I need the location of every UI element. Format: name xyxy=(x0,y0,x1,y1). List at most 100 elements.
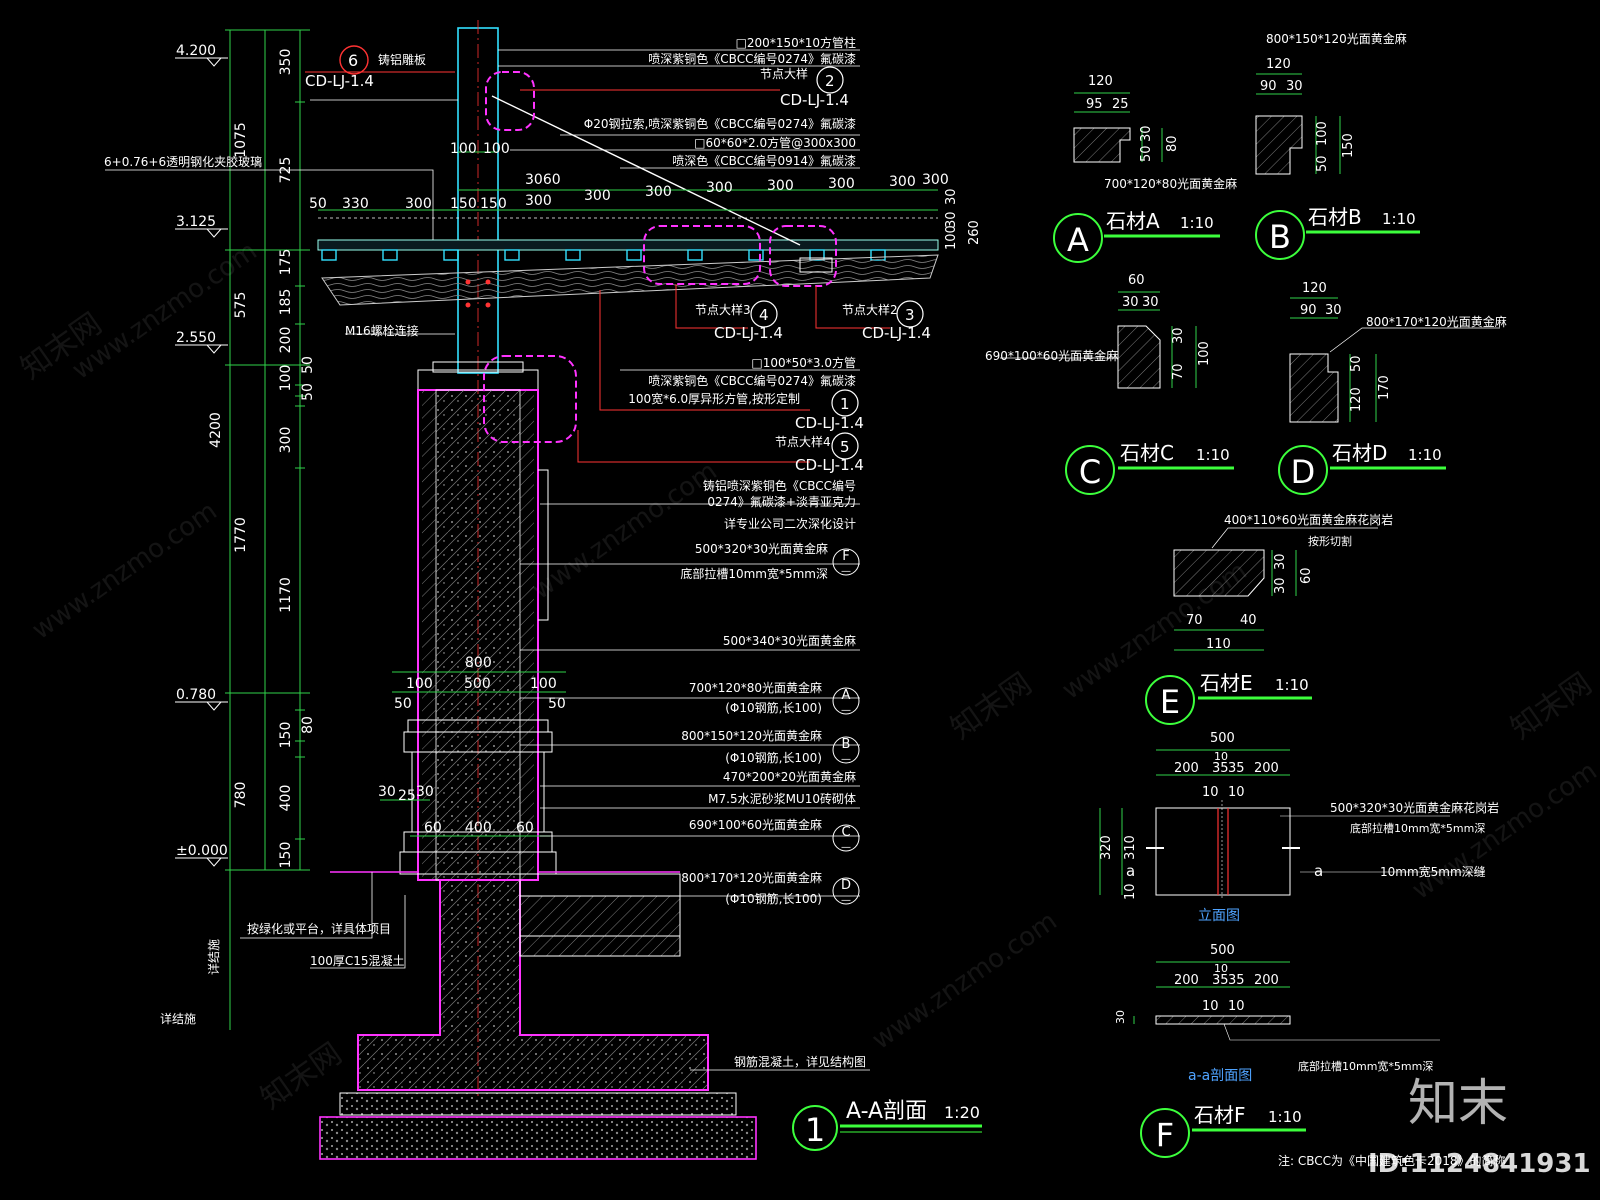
vdim-inner-8: 50 xyxy=(300,383,316,401)
detail-a-side-2: 30 xyxy=(1139,125,1154,142)
detail-b-sub-2: 90 xyxy=(1260,79,1277,94)
detail-a-side-3: 80 xyxy=(1165,135,1180,152)
detail-c-sub-1: 30 xyxy=(1122,295,1139,310)
detail-a-sub-2: 25 xyxy=(1112,97,1129,112)
detail-d-sub-1: 90 xyxy=(1300,303,1317,318)
detail-e-bottom-3: 110 xyxy=(1206,637,1231,652)
detail-b: 800*150*120光面黄金麻 120 90 30 50 100 150 B … xyxy=(1255,31,1420,260)
detail-c-letter: C xyxy=(1079,453,1101,491)
detail-e-letter: E xyxy=(1160,683,1180,721)
note-glass: 6+0.76+6透明钢化夹胶玻璃 xyxy=(104,154,262,169)
elevation-markers: 4.200 3.125 2.550 0.780 ±0.000 xyxy=(175,43,228,867)
tag-C-dash: — xyxy=(841,842,851,853)
top-dim-5: 150 xyxy=(480,196,507,212)
lower-dim-2: 400 xyxy=(465,820,492,836)
detail-f-elevation xyxy=(1155,807,1291,896)
vdim-inner-13: 400 xyxy=(278,785,294,812)
rnote-18: (Φ10钢筋,长100) xyxy=(725,750,822,765)
top-dim-6: 300 xyxy=(525,193,552,209)
detail-b-letter: B xyxy=(1269,218,1291,256)
top-dim-3: 300 xyxy=(405,196,432,212)
watermark-logo: 知末 xyxy=(1408,1074,1508,1132)
callout-4-num: 4 xyxy=(759,306,769,324)
callout-3-label: 节点大样2 xyxy=(842,302,898,317)
detail-e-note: 按形切割 xyxy=(1308,534,1352,548)
lean-concrete xyxy=(319,1116,757,1160)
detail-f-s-part-3: 35 xyxy=(1228,973,1245,988)
detail-f-note2: 底部拉槽10mm宽*5mm深 xyxy=(1350,821,1485,835)
top-dimensions: 3060 50 330 300 150 150 300 300 300 300 … xyxy=(309,141,982,250)
detail-f-cut-left: a xyxy=(1126,862,1135,880)
stone-dim-3: 30 xyxy=(416,784,434,800)
watermark-site-2: www.znzmo.com xyxy=(27,496,223,646)
vdim-inner-7: 50 xyxy=(300,356,316,374)
rnote-11: 详专业公司二次深化设计 xyxy=(724,516,856,531)
base-total: 800 xyxy=(465,655,492,671)
detail-e-top: 400*110*60光面黄金麻花岗岩 xyxy=(1224,512,1393,527)
detail-f-s-groove-2: 10 xyxy=(1228,999,1245,1014)
detail-f: 500 10 200 35 35 200 10 10 320 310 10 a … xyxy=(1099,731,1499,1158)
rnote-22: 800*170*120光面黄金麻 xyxy=(681,870,822,885)
detail-a-side-1: 50 xyxy=(1139,145,1154,162)
detail-f-h-3: 10 xyxy=(1123,883,1138,900)
rnote-12: 500*320*30光面黄金麻 xyxy=(695,541,828,556)
detail-f-sect-note: 底部拉槽10mm宽*5mm深 xyxy=(1298,1059,1433,1073)
vdim-outer-3: 4200 xyxy=(208,412,224,448)
detail-a-sub-1: 95 xyxy=(1086,97,1103,112)
vdim-outer-4: 1770 xyxy=(233,517,249,553)
base-part-1: 100 xyxy=(406,676,433,692)
detail-f-part-2: 35 xyxy=(1212,761,1229,776)
detail-a-bottom: 700*120*80光面黄金麻 xyxy=(1104,176,1237,191)
vdim-inner-9: 300 xyxy=(278,427,294,454)
base-edge-2: 50 xyxy=(548,696,566,712)
detail-f-scale: 1:10 xyxy=(1268,1108,1302,1126)
detail-e-bottom-2: 40 xyxy=(1240,613,1257,628)
vdim-inner-3: 175 xyxy=(278,249,294,276)
callout-6-ref: CD-LJ-1.4 xyxy=(305,72,374,90)
rnote-7: 喷深紫铜色《CBCC编号0274》氟碳漆 xyxy=(648,373,856,388)
base-part-2: 500 xyxy=(464,676,491,692)
note-grade-a: 详结施 xyxy=(206,939,221,975)
callout-6-note: 铸铝雕板 xyxy=(378,52,426,67)
top-dim-10: 300 xyxy=(767,178,794,194)
detail-callouts: 2 节点大样 CD-LJ-1.4 4 节点大样3 CD-LJ-1.4 3 节点大… xyxy=(520,66,931,474)
right-dim-1: 30 xyxy=(944,188,959,205)
detail-c-side-3: 100 xyxy=(1197,341,1212,366)
tag-D-dash: — xyxy=(841,895,851,906)
lower-dim-1: 60 xyxy=(424,820,442,836)
note-bolt: M16螺栓连接 xyxy=(345,323,419,338)
tag-B-dash: — xyxy=(841,754,851,765)
detail-f-sect-thk: 30 xyxy=(1114,1010,1127,1024)
watermark-cn-4: 知末网 xyxy=(255,1036,349,1116)
right-dim-4: 260 xyxy=(967,220,982,245)
detail-f-letter: F xyxy=(1156,1116,1174,1154)
top-dim-1: 50 xyxy=(309,196,327,212)
rnote-10: 0274》氟碳漆+淡青亚克力 xyxy=(707,495,856,509)
detail-f-h-1: 320 xyxy=(1099,835,1114,860)
rnote-20: M7.5水泥砂浆MU10砖砌体 xyxy=(708,791,856,806)
detail-e: 400*110*60光面黄金麻花岗岩 按形切割 70 40 110 30 30 … xyxy=(1145,512,1393,725)
note-concrete: 100厚C15混凝土 xyxy=(310,953,405,968)
detail-f-groove-1: 10 xyxy=(1202,785,1219,800)
footnote: 注: CBCC为《中国建筑色卡2018》的简称 xyxy=(1278,1153,1506,1168)
callout-1-num: 1 xyxy=(840,395,850,413)
vdim-outer-5: 780 xyxy=(233,782,249,809)
tag-F-dash: — xyxy=(841,566,851,577)
rnote-16: (Φ10钢筋,长100) xyxy=(725,700,822,715)
detail-f-part-4: 200 xyxy=(1254,761,1279,776)
callout-5-num: 5 xyxy=(840,438,850,456)
detail-b-side-2: 100 xyxy=(1315,121,1330,146)
callout-5-ref: CD-LJ-1.4 xyxy=(795,456,864,474)
section-symbol: 1 xyxy=(805,1111,825,1149)
detail-f-note3: 10mm宽5mm深缝 xyxy=(1380,864,1486,879)
detail-f-s-part-4: 200 xyxy=(1254,973,1279,988)
detail-b-side-1: 50 xyxy=(1315,155,1330,172)
stone-dim-1: 30 xyxy=(378,784,396,800)
detail-f-s-part-2: 35 xyxy=(1212,973,1229,988)
detail-f-s-center: 10 xyxy=(1214,962,1228,975)
top-dim-7: 300 xyxy=(584,188,611,204)
callout-6-bubble xyxy=(339,45,369,75)
rnote-9: 铸铝喷深紫铜色《CBCC编号 xyxy=(703,478,856,493)
top-dim-9: 300 xyxy=(706,180,733,196)
detail-f-section xyxy=(1155,1015,1291,1025)
